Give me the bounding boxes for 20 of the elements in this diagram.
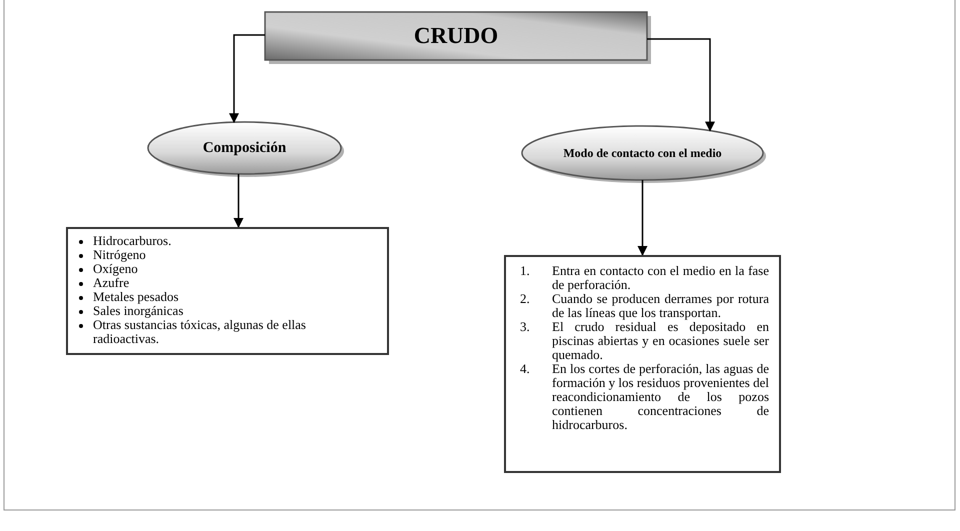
list-item: Otras sustancias tóxicas, algunas de ellas radioactivas. (93, 318, 307, 346)
list-item: Metales pesados (93, 290, 180, 304)
arrow (647, 38, 715, 132)
arrow (229, 34, 265, 124)
arrow (234, 174, 244, 228)
category-label: Modo de contacto con el medio (563, 146, 722, 160)
list-box (504, 255, 781, 473)
list-item: 1. Entra en contacto con el medio en la fase de perforación. (520, 264, 769, 292)
list-item: 2. Cuando se producen derrames por rotura de las líneas que los transportan. (520, 292, 769, 320)
list-item: Nitrógeno (93, 248, 147, 262)
list-item: Oxígeno (93, 262, 138, 276)
list-item: 4. En los cortes de perforación, las aguas de formación y los residuos provenientes del reacondicionamiento de los pozos contienen concentraciones de hidrocarburos. (520, 362, 769, 432)
title-text: CRUDO (414, 23, 498, 49)
list-item: 3. El crudo residual es depositado en piscinas abiertas y en ocasiones suele ser quemado. (520, 320, 769, 362)
list-item: Sales inorgánicas (93, 304, 184, 318)
arrow (638, 180, 648, 256)
list-item: Hidrocarburos. (93, 234, 172, 248)
category-label: Composición (202, 140, 286, 156)
list-item: Azufre (93, 276, 130, 290)
list-box (66, 227, 389, 355)
